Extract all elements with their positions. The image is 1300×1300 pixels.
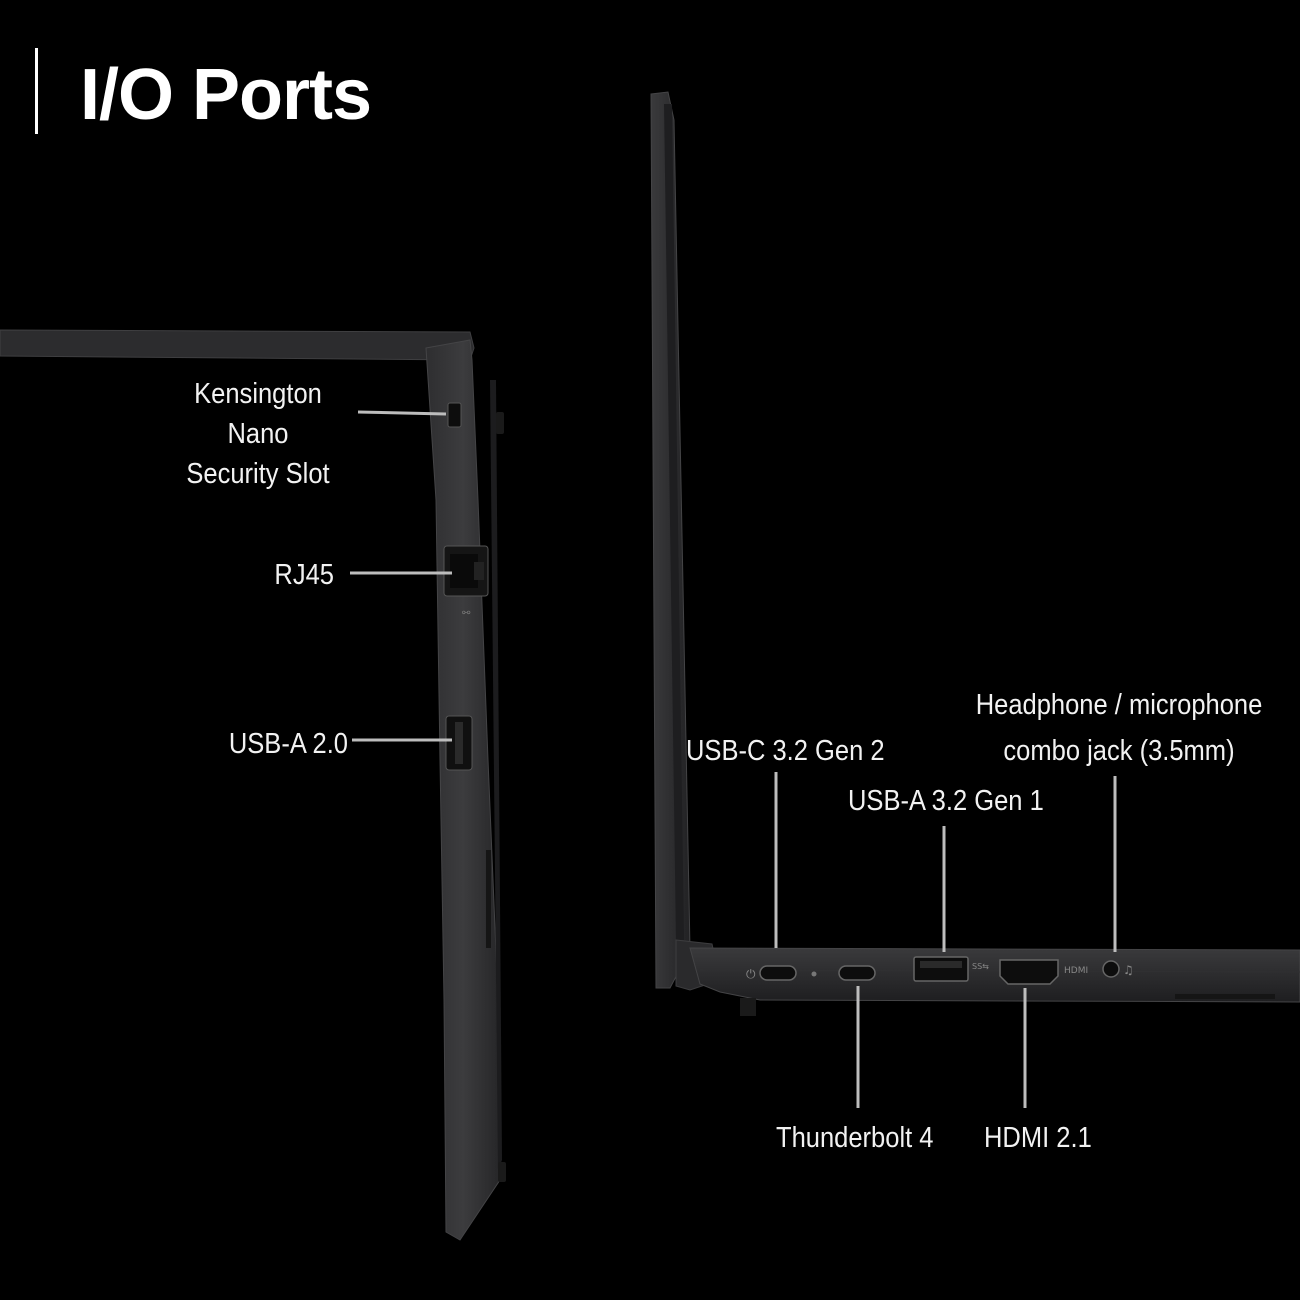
usb-c-label: USB-C 3.2 Gen 2: [686, 735, 885, 767]
left-laptop-view: ⚯: [0, 329, 506, 1241]
title-accent-bar: [35, 48, 38, 134]
usb-a-20-label: USB-A 2.0: [228, 728, 348, 760]
thunderbolt-label: Thunderbolt 4: [776, 1122, 934, 1154]
led-indicator-icon: [811, 971, 817, 977]
rj45-port-icon: ⚯: [443, 545, 489, 619]
svg-text:SS⇆: SS⇆: [972, 962, 989, 971]
kensington-leader-line: [357, 410, 447, 416]
hdmi-port-icon: HDMI: [999, 959, 1088, 985]
page-title: I/O Ports: [80, 55, 372, 135]
hdmi-label: HDMI 2.1: [984, 1122, 1092, 1154]
rj45-label: RJ45: [274, 559, 334, 591]
thunderbolt-port-icon: [838, 965, 876, 981]
usb-c-port-icon: ⏻: [746, 965, 797, 981]
kensington-slot-icon: [447, 402, 462, 428]
headphone-label: Headphone / microphone combo jack (3.5mm…: [975, 689, 1263, 767]
usb-a-gen1-port-icon: SS⇆: [913, 956, 989, 982]
headphone-jack-icon: ♫: [1102, 960, 1134, 978]
svg-text:HDMI: HDMI: [1064, 966, 1088, 976]
usb-a-gen1-label: USB-A 3.2 Gen 1: [848, 785, 1044, 817]
svg-text:⏻: ⏻: [746, 967, 756, 981]
right-laptop-view: ⏻ SS⇆ HDMI ♫: [650, 91, 1300, 1108]
usb-a-20-port-icon: [445, 715, 473, 771]
svg-text:♫: ♫: [1123, 963, 1134, 977]
kensington-label: Kensington Nano Security Slot: [186, 378, 330, 490]
svg-text:⚯: ⚯: [462, 608, 471, 619]
